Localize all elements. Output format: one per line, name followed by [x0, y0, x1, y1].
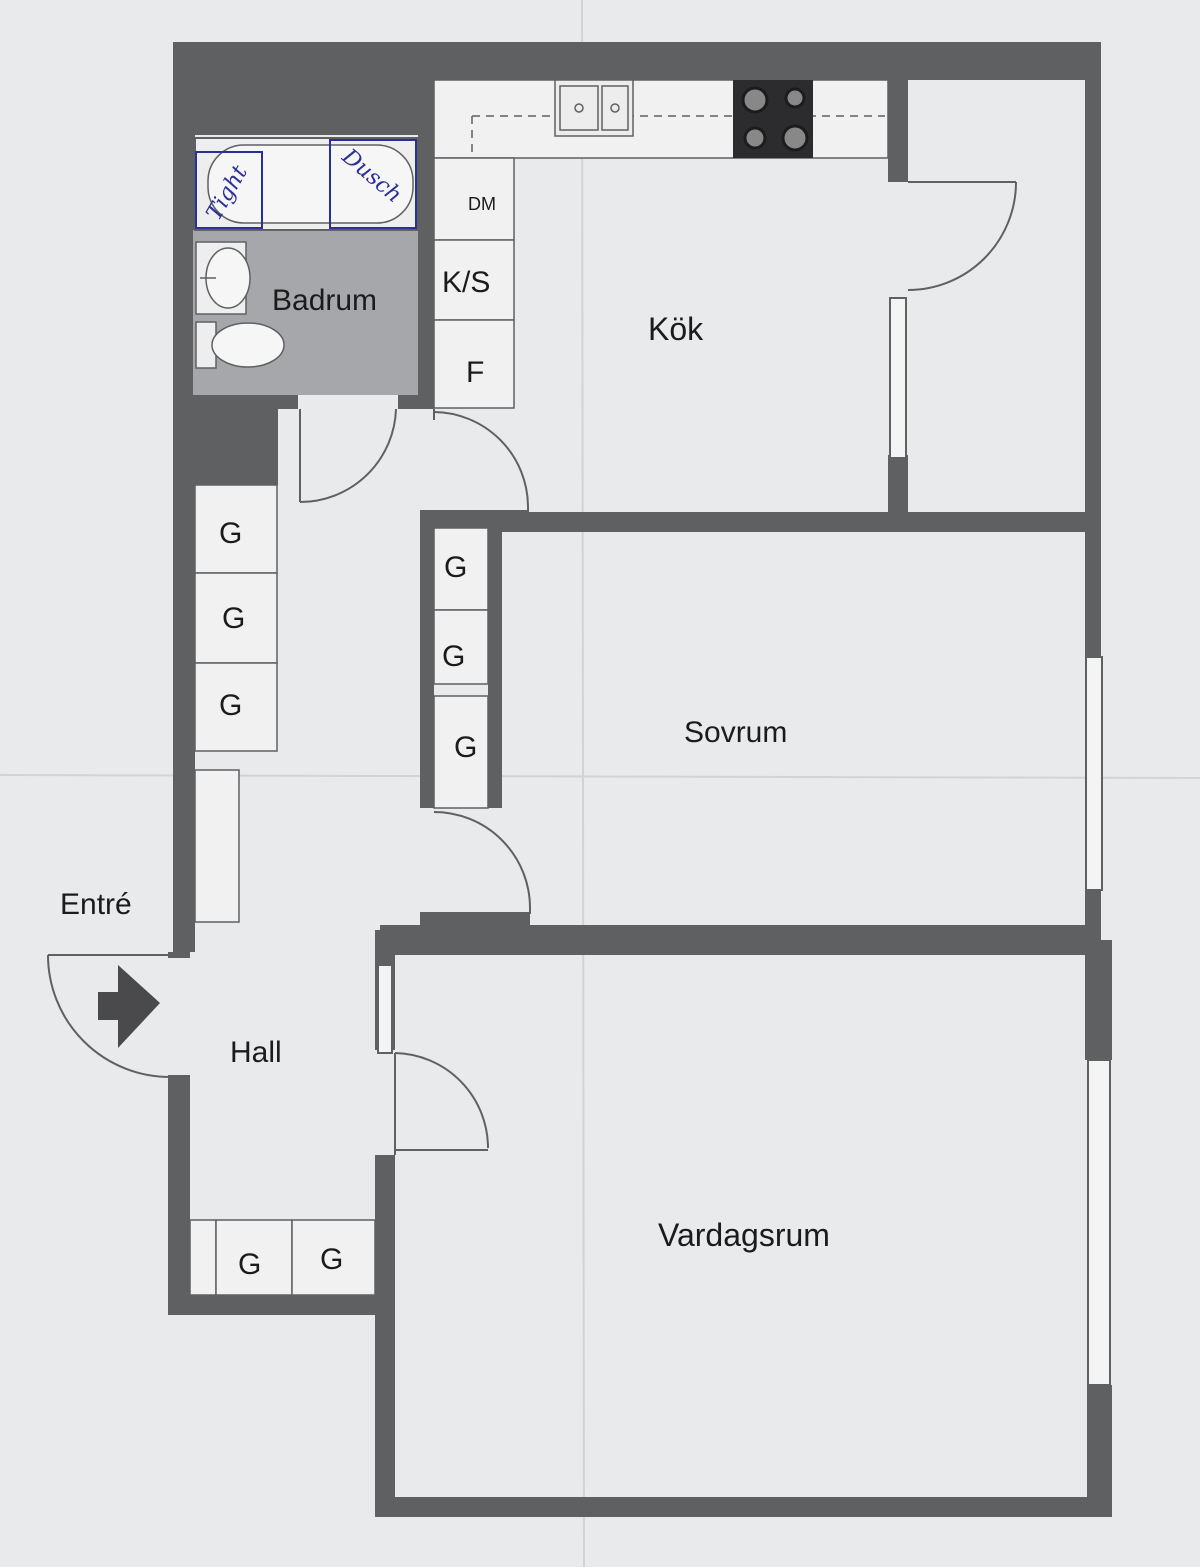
toilet-icon	[195, 321, 285, 369]
fold-line-vertical	[581, 0, 585, 1567]
wardrobe-label: G	[320, 1243, 343, 1276]
handwritten-box-right	[329, 139, 417, 229]
sink-icon	[195, 241, 251, 315]
window-bedroom	[1085, 656, 1103, 891]
wardrobe-label: G	[219, 517, 242, 550]
door-kitchen-side	[907, 181, 1017, 291]
wardrobes	[189, 484, 489, 1296]
kitchen-appliance-column	[433, 157, 515, 409]
wardrobe-mid-1	[433, 527, 489, 611]
wardrobe-hall-2	[194, 572, 278, 664]
wardrobe-mid-3	[433, 695, 489, 809]
stove-icon	[733, 80, 813, 158]
door-entrance	[47, 954, 171, 1078]
room-label-entrance: Entré	[60, 888, 132, 921]
wardrobe-bottom-1	[189, 1219, 217, 1296]
bathtub-inner	[207, 144, 414, 224]
wardrobe-label: G	[222, 602, 245, 635]
door-bedroom	[433, 811, 531, 914]
room-label-bathroom: Badrum	[272, 284, 377, 317]
hall-shelf	[194, 769, 240, 923]
wardrobe-bottom-3	[291, 1219, 376, 1296]
entrance-arrow-icon	[98, 965, 160, 1048]
handwritten-box-left	[195, 151, 263, 229]
window-hall	[377, 964, 393, 1054]
fixture-label-fridge-freezer: K/S	[442, 266, 490, 299]
room-label-living-room: Vardagsrum	[658, 1217, 830, 1253]
windows	[377, 297, 1111, 1386]
fixture-label-dishwasher: DM	[468, 194, 496, 214]
kitchen-sink-icon	[554, 79, 634, 137]
wardrobe-label: G	[219, 689, 242, 722]
door-kitchen	[433, 409, 529, 512]
wardrobe-label: G	[454, 731, 477, 764]
wardrobe-mid-2	[433, 609, 489, 685]
wardrobe-label: G	[444, 551, 467, 584]
wardrobe-hall-1	[194, 484, 278, 574]
wardrobe-label: G	[238, 1248, 261, 1281]
door-bathroom	[299, 408, 397, 503]
window-living	[1087, 1059, 1111, 1386]
window-kitchen	[889, 297, 907, 459]
room-label-bedroom: Sovrum	[684, 716, 787, 749]
room-label-hall: Hall	[230, 1036, 282, 1069]
wardrobe-hall-3	[194, 662, 278, 752]
wardrobe-label: G	[442, 640, 465, 673]
door-living-room	[394, 1052, 489, 1155]
walls	[168, 42, 1112, 1517]
fixture-label-freezer: F	[466, 356, 484, 389]
room-label-kitchen: Kök	[648, 311, 704, 347]
